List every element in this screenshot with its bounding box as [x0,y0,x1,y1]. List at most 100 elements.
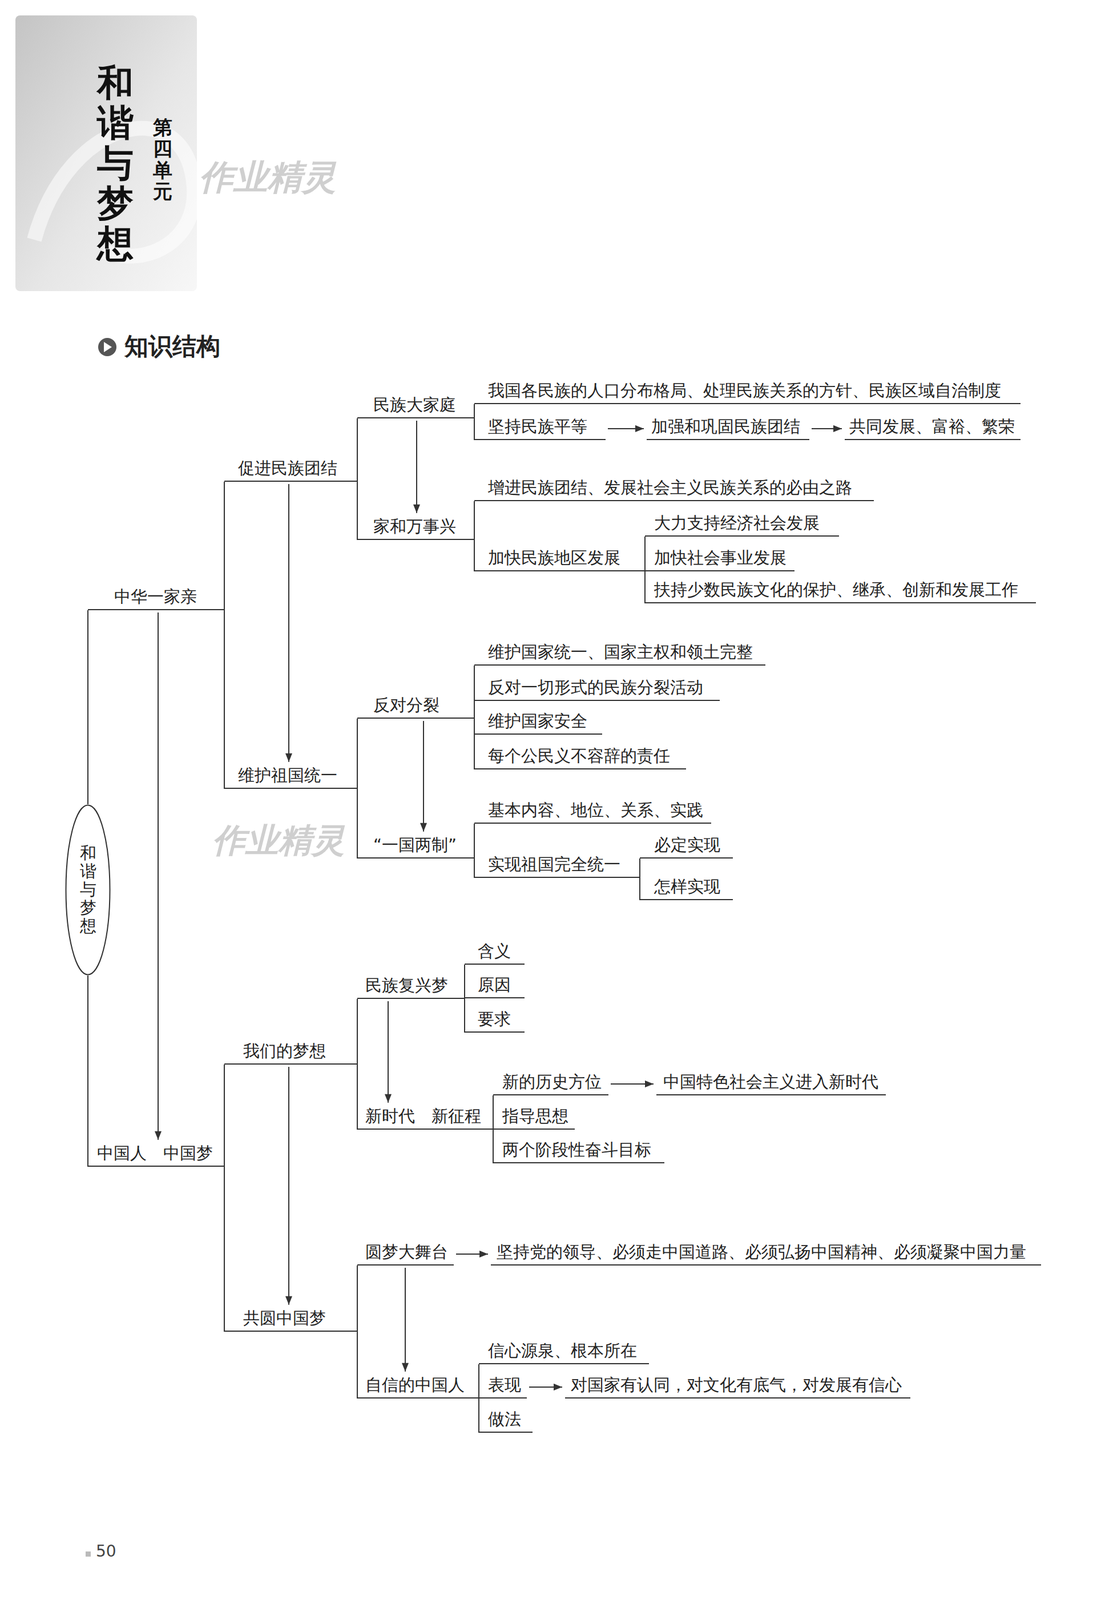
arrow-connector [607,428,644,430]
node-text: 含义 [477,940,511,962]
arrow-connector [404,1267,406,1372]
arrow-connector [456,1253,488,1255]
node-text: 维护祖国统一 [238,764,338,786]
branch-label: 原因 [464,973,525,999]
node-text: 表现 [487,1374,522,1395]
branch-label: 促进民族团结 [224,456,358,482]
node-text: “一国两制” [373,834,457,855]
node-text: 原因 [477,974,511,995]
tree-connector [473,501,475,540]
node-text: 促进民族团结 [238,457,338,479]
node-text: 新的历史方位 [502,1071,602,1092]
arrow-connector [422,720,425,832]
tree-connector [356,998,358,1065]
arrow-connector [288,1066,290,1305]
branch-label: 指导思想 [493,1104,575,1130]
branch-label: 两个阶段性奋斗目标 [493,1138,665,1164]
branch-label: 实现祖国完全统一 [474,852,640,878]
unit-number: 第四单元 [152,117,173,203]
branch-label: 含义 [464,939,525,965]
node-text: 中国特色社会主义进入新时代 [663,1071,879,1092]
branch-label: 共同发展、富裕、繁荣 [844,414,1021,441]
arrow-connector [416,420,418,514]
branch-label: 中国特色社会主义进入新时代 [656,1070,886,1096]
branch-label: 加快民族地区发展 [474,546,645,572]
node-text: 维护国家统一、国家主权和领土完整 [487,641,753,663]
tree-connector [223,1064,225,1167]
branch-label: 增进民族团结、发展社会主义民族关系的必由之路 [474,476,874,502]
arrow-connector [157,612,159,1140]
node-text: 自信的中国人 [365,1374,465,1395]
branch-label: “一国两制” [357,833,475,859]
branch-label: 必定实现 [639,833,733,859]
branch-label: 反对分裂 [357,693,475,719]
node-text: 中华一家亲 [114,586,197,607]
tree-connector [356,1265,358,1332]
node-text: 坚持党的领导、必须走中国道路、必须弘扬中国精神、必须凝聚中国力量 [496,1241,1027,1262]
node-text: 要求 [477,1008,511,1030]
branch-label: 大力支持经济社会发展 [644,511,840,537]
arrow-connector [387,1001,389,1103]
branch-label: 民族复兴梦 [357,973,465,999]
branch-label: 加强和巩固民族团结 [646,414,810,441]
header-panel [15,15,197,292]
node-text: 怎样实现 [654,876,721,897]
branch-label: 我国各民族的人口分布格局、处理民族关系的方针、民族区域自治制度 [474,378,1021,405]
watermark: 作业精灵 [212,817,345,864]
branch-label: 坚持民族平等 [474,414,606,441]
tree-connector [223,610,225,789]
node-text: 加快民族地区发展 [487,547,621,568]
root-ellipse: 和谐与梦想 [65,804,111,976]
node-text: 指导思想 [502,1105,569,1127]
node-text: 做法 [487,1408,522,1430]
node-text: 必定实现 [654,834,721,855]
branch-label: 要求 [464,1007,525,1033]
arrow-connector [529,1386,563,1388]
branch-label: 加快社会事业发展 [644,546,795,572]
node-text: 实现祖国完全统一 [487,853,621,875]
branch-label: 坚持党的领导、必须走中国道路、必须弘扬中国精神、必须凝聚中国力量 [490,1240,1042,1266]
branch-label: 表现 [478,1373,527,1399]
node-text: 对国家有认同，对文化有底气，对发展有信心 [570,1374,902,1395]
page-number: 50 [95,1539,117,1563]
node-text: 加快社会事业发展 [654,547,787,568]
arrow-connector [288,484,290,762]
branch-label: 维护国家安全 [474,709,603,735]
watermark: 作业精灵 [199,152,337,201]
branch-label: 民族大家庭 [357,393,475,419]
node-text: 反对一切形式的民族分裂活动 [487,676,704,698]
branch-label: 家和万事兴 [357,514,475,540]
branch-label: 维护国家统一、国家主权和领土完整 [474,640,766,666]
node-text: 大力支持经济社会发展 [654,512,820,534]
node-text: 共同发展、富裕、繁荣 [849,416,1015,437]
tree-connector [356,418,358,482]
section-heading: 知识结构 [124,329,221,364]
node-text: 共圆中国梦 [243,1307,326,1329]
section-icon [98,337,117,357]
node-text: 加强和巩固民族团结 [651,416,801,437]
node-text: 中国人 中国梦 [97,1142,213,1164]
branch-label: 每个公民义不容辞的责任 [474,744,687,770]
branch-label: 中国人 中国梦 [87,1141,225,1167]
arrow-connector [811,428,842,430]
branch-label: 对国家有认同，对文化有底气，对发展有信心 [565,1373,911,1399]
unit-title: 和谐与梦想 [97,62,134,264]
node-text: 和谐与梦想 [79,844,97,935]
branch-label: 基本内容、地位、关系、实践 [474,798,712,824]
branch-label: 中华一家亲 [87,585,225,611]
branch-label: 扶持少数民族文化的保护、继承、创新和发展工作 [644,578,1036,604]
branch-label: 自信的中国人 [357,1373,479,1399]
tree-connector [87,975,89,1167]
branch-label: 做法 [478,1407,533,1433]
node-text: 信心源泉、根本所在 [487,1340,637,1361]
tree-connector [87,610,89,805]
node-text: 增进民族团结、发展社会主义民族关系的必由之路 [487,477,853,498]
node-text: 基本内容、地位、关系、实践 [487,799,704,821]
tree-connector [356,718,358,789]
tree-connector [223,481,225,611]
node-text: 我们的梦想 [243,1040,326,1062]
branch-label: 信心源泉、根本所在 [478,1339,649,1365]
section-icon-triangle [103,341,112,353]
branch-label: 维护祖国统一 [224,763,358,789]
node-text: 民族大家庭 [373,394,457,415]
